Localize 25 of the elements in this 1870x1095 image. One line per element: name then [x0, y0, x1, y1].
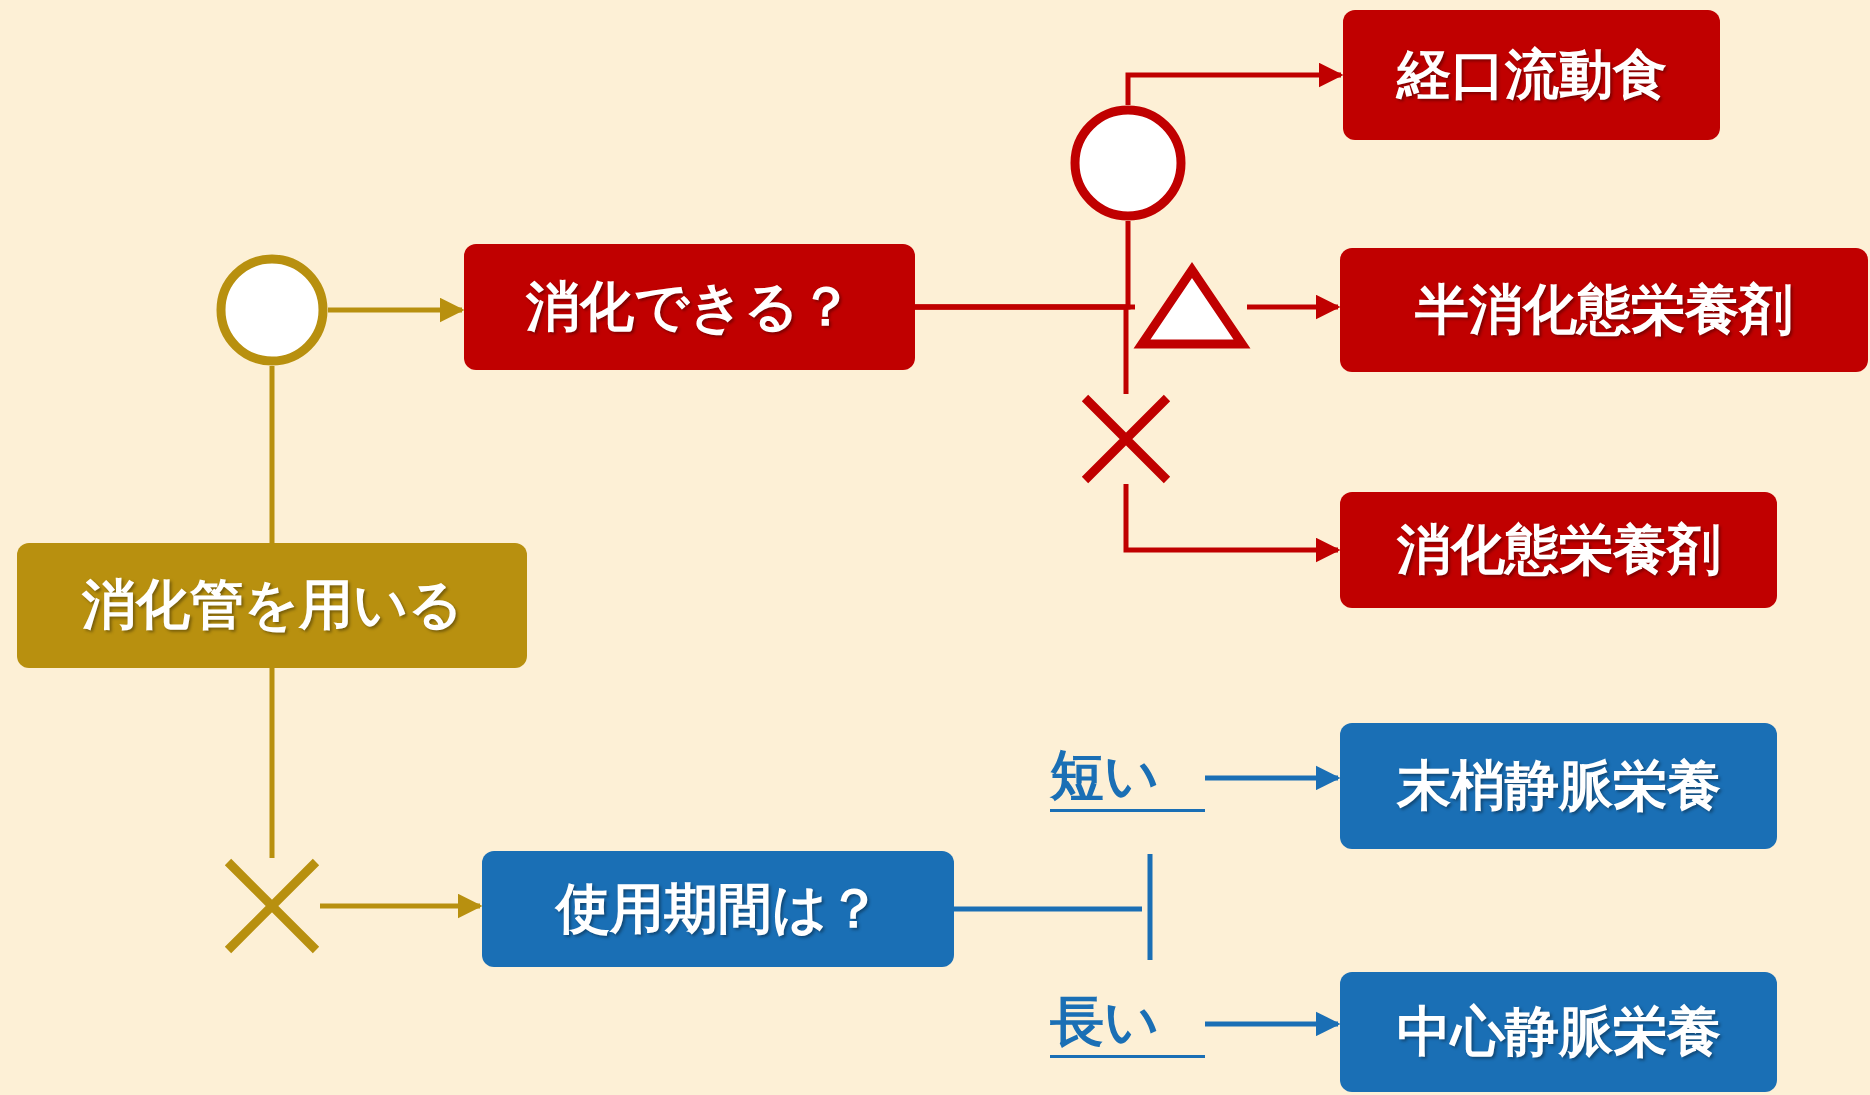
question-box: 消化管を用いる [17, 543, 527, 668]
circle-mark [1070, 105, 1186, 221]
branch-label: 短い [1050, 744, 1205, 812]
result-box: 経口流動食 [1343, 10, 1720, 140]
connector-line [915, 304, 1129, 394]
result-box: 中心静脈栄養 [1340, 972, 1777, 1092]
result-box: 消化態栄養剤 [1340, 492, 1777, 608]
connector-line [269, 668, 275, 858]
arrow [1123, 484, 1341, 563]
result-box: 末梢静脈栄養 [1340, 723, 1777, 849]
arrow [1247, 294, 1341, 320]
result-box: 半消化態栄養剤 [1340, 248, 1868, 372]
circle-mark [216, 254, 328, 366]
question-box: 消化できる？ [464, 244, 915, 370]
connector-line [269, 366, 275, 543]
cross-mark [1081, 394, 1171, 484]
arrow [320, 893, 483, 919]
arrow [328, 297, 465, 323]
connector-line [954, 906, 1142, 912]
arrow [1205, 1011, 1341, 1037]
arrow [1205, 765, 1341, 791]
branch-label: 長い [1050, 990, 1205, 1058]
question-box: 使用期間は？ [482, 851, 954, 967]
cross-mark [224, 858, 320, 954]
arrow [1125, 62, 1344, 105]
